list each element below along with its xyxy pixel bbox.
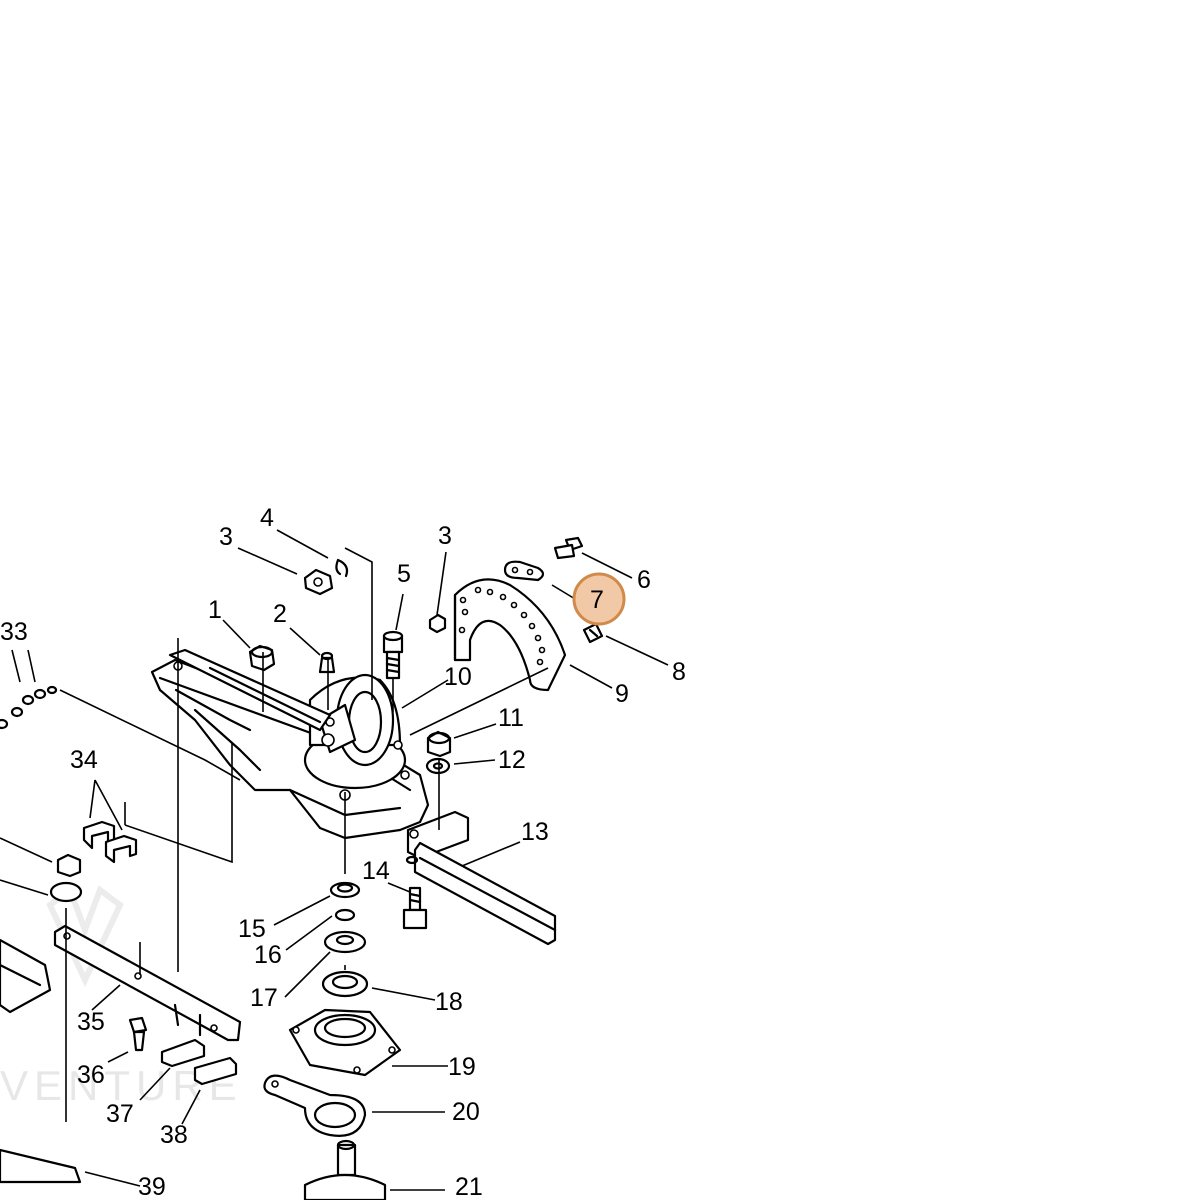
part-nut-left [56, 853, 82, 878]
callout-3-left: 3 [219, 523, 233, 551]
callout-5: 5 [397, 560, 411, 588]
callout-20: 20 [452, 1098, 480, 1126]
part-washer-left [49, 881, 83, 903]
callout-1: 1 [208, 596, 222, 624]
part-15-seal [329, 881, 361, 899]
part-13-arm [405, 810, 557, 946]
callout-37: 37 [106, 1100, 134, 1128]
part-6-bolt [553, 536, 584, 560]
assembly-lines [59, 547, 549, 1122]
callout-39: 39 [138, 1173, 166, 1200]
part-17-bushing [323, 930, 367, 954]
callout-8: 8 [672, 658, 686, 686]
callout-15: 15 [238, 915, 266, 943]
part-14-bolt [402, 886, 428, 930]
highlight-callout-7 [572, 572, 626, 626]
callout-11: 11 [498, 704, 524, 732]
callout-10: 10 [444, 663, 472, 691]
callout-17: 17 [250, 984, 278, 1012]
part-3-nut-right [428, 613, 447, 634]
part-7-link-plate [503, 560, 545, 582]
part-1-nut [248, 644, 276, 672]
callout-12: 12 [498, 746, 526, 774]
part-5-bolt [382, 630, 404, 680]
callout-21: 21 [455, 1173, 483, 1200]
part-19-bearing-housing [288, 1008, 402, 1077]
callout-16: 16 [254, 941, 282, 969]
callout-36: 36 [77, 1061, 105, 1089]
part-blade-left [0, 938, 52, 1014]
part-4-circlip [335, 558, 349, 578]
callout-2: 2 [273, 600, 287, 628]
callout-labels: 1 2 3 3 4 5 6 7 8 9 10 11 12 13 14 15 16… [0, 504, 686, 1200]
part-11-nut [426, 730, 452, 758]
part-38-plate [193, 1056, 238, 1086]
part-12-washer [425, 757, 451, 775]
callout-35: 35 [77, 1008, 105, 1036]
callout-33: 33 [0, 618, 28, 646]
callout-3-right: 3 [438, 522, 452, 550]
part-16-washer [334, 908, 356, 922]
callout-leaders [0, 529, 669, 1191]
part-2-grease-fitting [318, 651, 336, 674]
callout-38: 38 [160, 1121, 188, 1149]
part-33-spacers [0, 685, 58, 730]
part-36-bolt [128, 1016, 148, 1052]
part-37-plate [160, 1038, 206, 1068]
callout-4: 4 [260, 504, 274, 532]
part-3-nut-left [303, 568, 334, 596]
part-34-clips [82, 820, 138, 864]
callout-34: 34 [70, 746, 98, 774]
swivel-housing [150, 648, 430, 840]
callout-19: 19 [448, 1053, 476, 1081]
callout-9: 9 [615, 680, 629, 708]
part-9-index-plate [453, 578, 567, 692]
part-21-shaft [303, 1139, 387, 1200]
callout-6: 6 [637, 566, 651, 594]
part-8-pin [582, 622, 604, 644]
part-18-bearing [321, 970, 369, 998]
callout-13: 13 [521, 818, 549, 846]
callout-7: 7 [590, 586, 604, 614]
part-20-spanner-plate [263, 1074, 367, 1137]
callout-18: 18 [435, 988, 463, 1016]
part-35-bracket [53, 924, 242, 1042]
callout-14: 14 [362, 857, 390, 885]
part-39-blade [0, 1148, 82, 1184]
